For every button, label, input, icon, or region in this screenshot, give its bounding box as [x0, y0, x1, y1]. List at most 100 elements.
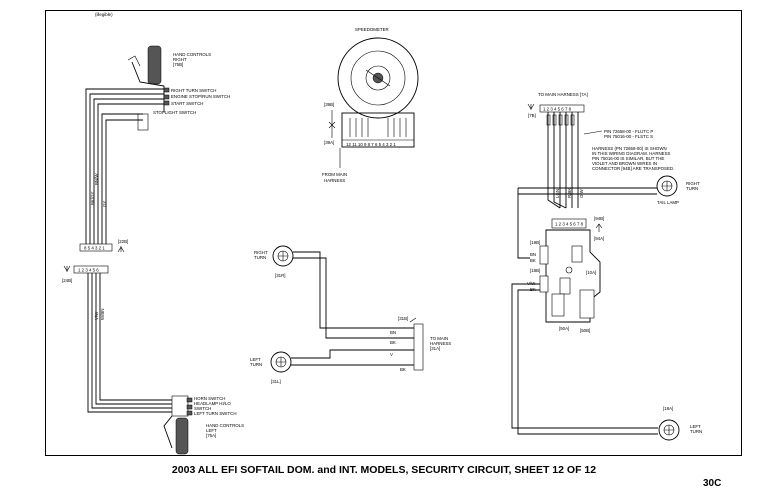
speedometer-title: SPEEDOMETER — [355, 27, 389, 32]
speedometer-gauge — [337, 37, 419, 119]
right-grip — [147, 45, 162, 85]
security-module-outline — [545, 229, 601, 323]
speedometer: SPEEDOMETER 12 11 10 9 8 7 6 5 4 3 2 1 [… — [322, 27, 419, 183]
connector-10a — [571, 245, 583, 263]
harness-note-4: VIOLET AND BROWN WIRES IN — [592, 161, 657, 166]
left-switch-housing — [171, 395, 189, 417]
left-controls-side: LEFT — [206, 428, 217, 433]
wire-label-rear-lgn: LGN — [555, 189, 560, 198]
speedometer-connector-39a: [39A] — [324, 140, 334, 145]
connector-18b — [539, 275, 549, 293]
wire-label-front-bn: BN — [390, 330, 396, 335]
wire-label-rear-bk-2: BK — [530, 287, 536, 292]
horn-switch-label: HORN SWITCH — [194, 396, 225, 401]
headlamp-switch-label: HEADLAMP HI/LO — [194, 401, 231, 406]
rear-to-main-label: TO MAIN HARNESS [7A] — [538, 92, 588, 97]
left-rear-signal-id: [18A] — [663, 406, 673, 411]
right-front-signal-label: RIGHT — [254, 250, 268, 255]
connector-22b-pins: 8 5 4 3 2 1 — [84, 246, 105, 251]
harness-note-3: PIN 75016-00 IS SIMILAR, BUT THE — [592, 156, 664, 161]
wire-label-front-v: V — [390, 352, 393, 357]
connector-50b — [579, 289, 595, 319]
right-turn-switch-label: RIGHT TURN SWITCH — [171, 88, 216, 93]
headlamp-switch-label-2: SWITCH — [194, 406, 211, 411]
tail-lamp-label: TAIL LAMP — [657, 200, 679, 205]
wire-label-bk-gy: BK/GY — [90, 192, 95, 205]
stoplight-switch-label: STOPLIGHT SWITCH — [153, 110, 196, 115]
wire-label-rear-bn: BN — [530, 252, 536, 257]
speedometer-from-main: FROM MAIN — [322, 172, 347, 177]
left-rear-signal-label-2: TURN — [690, 429, 702, 434]
speedometer-connector-39b: [39B] — [324, 102, 334, 107]
rear-note-2: PIN 75016-00 - FLSTC S — [604, 134, 653, 139]
right-rear-signal-label: RIGHT — [686, 181, 700, 186]
right-rear-signal — [656, 175, 678, 197]
wire-label-rear-bk: BK — [530, 258, 536, 263]
connector-31b-label: [31B] — [398, 316, 408, 321]
connector-24b — [73, 265, 109, 274]
left-grip — [175, 417, 189, 455]
left-controls-title: HAND CONTROLS — [206, 423, 244, 428]
start-switch-label: START SWITCH — [171, 101, 203, 106]
connector-50b-label: [50B] — [580, 328, 590, 333]
front-to-main-label-3: [31A] — [430, 346, 440, 351]
harness-note-1: HARNESS (PN 72658-00) IS SHOWN — [592, 146, 667, 151]
connector-94b — [551, 218, 587, 229]
diagram-frame — [45, 10, 742, 456]
right-front-signal-id: [31R] — [275, 273, 286, 278]
left-controls-id: [75A] — [206, 433, 216, 438]
connector-19b-label: [19B] — [530, 240, 540, 245]
connector-50a — [551, 293, 565, 317]
right-rear-signal-label-2: TURN — [686, 186, 698, 191]
harness-note-2: IN THIS WIRING DIAGRAM. HARNESS — [592, 151, 671, 156]
right-controls-title: HAND CONTROLS — [173, 52, 211, 57]
left-front-signal-id: [31L] — [271, 379, 281, 384]
diagram-caption: 2003 ALL EFI SOFTAIL DOM. and INT. MODEL… — [171, 464, 597, 476]
front-turn-signals: RIGHT TURN [31R] LEFT TURN [31L] BN BK V… — [250, 245, 451, 384]
connector-7b-label: [7B] — [528, 113, 536, 118]
front-to-main-label-2: HARNESS — [430, 341, 451, 346]
connector-31b — [413, 323, 424, 371]
wire-label-rear-r-bk: R/BK — [567, 188, 572, 198]
connector-18a-module — [559, 277, 571, 295]
rear-note-1: PIN 72658-00 - FLUTC P — [604, 129, 653, 134]
connector-7b-pins: 1 2 3 4 5 6 7 8 — [543, 107, 572, 112]
connector-50a-label: [50A] — [559, 326, 569, 331]
connector-18b-label: [18B] — [530, 268, 540, 273]
wire-label-front-bk: BK — [390, 340, 396, 345]
connector-7b — [539, 104, 585, 113]
engine-stop-run-switch-label: ENGINE STOP/RUN SWITCH — [171, 94, 230, 99]
left-hand-controls: 1 2 3 4 5 6 [24B] V/W W/BN HORN SWITCH H… — [62, 265, 244, 455]
left-turn-switch-label: LEFT TURN SWITCH — [194, 411, 237, 416]
page-code: 30C — [703, 478, 722, 489]
connector-24b-label: [24B] — [62, 278, 72, 283]
speedometer-from-harness: HARNESS — [324, 178, 345, 183]
right-hand-controls: HAND CONTROLS RIGHT [75B] RIGHT TURN SWI… — [79, 45, 230, 253]
right-controls-side: RIGHT — [173, 57, 187, 62]
left-rear-signal — [658, 419, 680, 441]
wire-label-rear-v-w: V/W — [527, 281, 536, 286]
wire-label-v-w: V/W — [94, 311, 99, 320]
stoplight-switch-body — [137, 113, 149, 131]
left-front-signal-label: LEFT — [250, 357, 261, 362]
left-front-signal-label-2: TURN — [250, 362, 262, 367]
right-front-signal-label-2: TURN — [254, 255, 266, 260]
connector-10a-label: [10A] — [586, 270, 596, 275]
connector-94b-label: [94B] — [594, 216, 604, 221]
connector-24b-pins: 1 2 3 4 5 6 — [78, 268, 99, 273]
connector-22b — [79, 243, 113, 252]
speedometer-body — [341, 112, 415, 148]
connector-19b — [539, 245, 549, 265]
connector-94b-pins: 1 2 3 4 5 6 7 8 — [555, 222, 584, 227]
wire-label-w-bn: W/BN — [100, 309, 105, 320]
harness-note-5: CONNECTOR [94B] ARE TRANSPOSED. — [592, 166, 674, 171]
corner-label: (illegible) — [95, 12, 113, 17]
wire-label-rear-o-w: O/W — [579, 188, 584, 198]
connector-22b-label: [22B] — [118, 239, 128, 244]
left-rear-signal-label: LEFT — [690, 424, 701, 429]
left-front-signal — [270, 351, 292, 373]
wire-label-front-bk-2: BK — [400, 367, 406, 372]
wire-label-gy: GY — [102, 201, 107, 207]
right-controls-id: [75B] — [173, 62, 183, 67]
